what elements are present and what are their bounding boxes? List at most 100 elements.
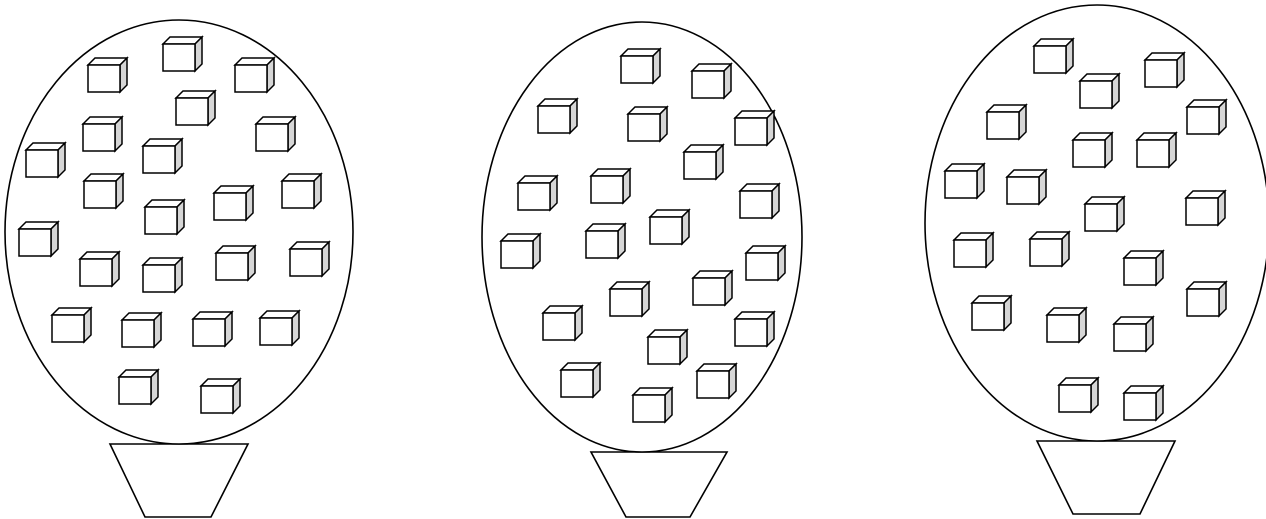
cube-front-face xyxy=(201,386,233,413)
cube-side-face xyxy=(1146,317,1153,351)
cube-front-face xyxy=(143,265,175,292)
cube-front-face xyxy=(290,249,322,276)
cube-icon xyxy=(735,312,774,346)
cube-side-face xyxy=(623,169,630,203)
cube-front-face xyxy=(1073,140,1105,167)
cube-front-face xyxy=(1007,177,1039,204)
cube-front-face xyxy=(1124,393,1156,420)
cube-front-face xyxy=(83,124,115,151)
cube-icon xyxy=(684,145,723,179)
cube-icon xyxy=(1187,282,1226,316)
cube-side-face xyxy=(112,252,119,286)
cube-front-face xyxy=(648,337,680,364)
cube-side-face xyxy=(1019,105,1026,139)
cube-icon xyxy=(26,143,65,177)
cube-side-face xyxy=(225,312,232,346)
cube-icon xyxy=(945,164,984,198)
cube-icon xyxy=(610,282,649,316)
cube-icon xyxy=(201,379,240,413)
cube-side-face xyxy=(84,308,91,342)
cube-front-face xyxy=(52,315,84,342)
cube-icon xyxy=(235,58,274,92)
cube-front-face xyxy=(735,319,767,346)
cube-side-face xyxy=(682,210,689,244)
cube-icon xyxy=(697,364,736,398)
cube-side-face xyxy=(660,107,667,141)
cube-icon xyxy=(52,308,91,342)
cube-side-face xyxy=(533,234,540,268)
cube-front-face xyxy=(740,191,772,218)
cube-side-face xyxy=(246,186,253,220)
cube-icon xyxy=(633,388,672,422)
cube-side-face xyxy=(208,91,215,125)
cube-side-face xyxy=(1062,232,1069,266)
cube-side-face xyxy=(653,49,660,83)
cube-side-face xyxy=(767,312,774,346)
cube-front-face xyxy=(591,176,623,203)
cube-front-face xyxy=(235,65,267,92)
cube-front-face xyxy=(143,146,175,173)
cube-side-face xyxy=(120,58,127,92)
cube-icon xyxy=(1186,191,1225,225)
group-1 xyxy=(5,20,353,517)
cube-side-face xyxy=(665,388,672,422)
cube-icon xyxy=(216,246,255,280)
cube-side-face xyxy=(778,246,785,280)
cube-icon xyxy=(735,111,774,145)
cube-icon xyxy=(1047,308,1086,342)
cube-front-face xyxy=(650,217,682,244)
cube-icon xyxy=(1030,232,1069,266)
cube-icon xyxy=(163,37,202,71)
cube-front-face xyxy=(1080,81,1112,108)
cube-side-face xyxy=(593,363,600,397)
cube-front-face xyxy=(19,229,51,256)
cube-front-face xyxy=(88,65,120,92)
cube-icon xyxy=(83,117,122,151)
cube-front-face xyxy=(987,112,1019,139)
cube-front-face xyxy=(214,193,246,220)
cube-icon xyxy=(1085,197,1124,231)
cube-front-face xyxy=(1137,140,1169,167)
cube-front-face xyxy=(1047,315,1079,342)
cube-icon xyxy=(591,169,630,203)
cube-front-face xyxy=(1186,198,1218,225)
cube-icon xyxy=(19,222,58,256)
cube-icon xyxy=(621,49,660,83)
cube-side-face xyxy=(767,111,774,145)
cube-side-face xyxy=(288,117,295,151)
cube-side-face xyxy=(1219,100,1226,134)
cube-side-face xyxy=(322,242,329,276)
cube-side-face xyxy=(1066,39,1073,73)
cube-front-face xyxy=(586,231,618,258)
cube-side-face xyxy=(550,176,557,210)
cube-icon xyxy=(1007,170,1046,204)
cube-front-face xyxy=(1114,324,1146,351)
cube-icon xyxy=(628,107,667,141)
cube-icon xyxy=(80,252,119,286)
cube-side-face xyxy=(618,224,625,258)
cube-icon xyxy=(84,174,123,208)
cube-side-face xyxy=(233,379,240,413)
cube-side-face xyxy=(729,364,736,398)
cube-front-face xyxy=(518,183,550,210)
cube-side-face xyxy=(195,37,202,71)
cube-front-face xyxy=(145,207,177,234)
cube-icon xyxy=(290,242,329,276)
cube-side-face xyxy=(716,145,723,179)
cube-icon xyxy=(746,246,785,280)
cube-icon xyxy=(145,200,184,234)
cube-front-face xyxy=(1187,289,1219,316)
cube-icon xyxy=(122,313,161,347)
cube-front-face xyxy=(746,253,778,280)
cube-icon xyxy=(1124,386,1163,420)
cube-front-face xyxy=(1187,107,1219,134)
cube-icon xyxy=(543,306,582,340)
cube-front-face xyxy=(80,259,112,286)
cube-front-face xyxy=(1124,258,1156,285)
cube-icon xyxy=(176,91,215,125)
cube-side-face xyxy=(986,233,993,267)
cube-side-face xyxy=(1112,74,1119,108)
cube-side-face xyxy=(154,313,161,347)
cube-icon xyxy=(1034,39,1073,73)
